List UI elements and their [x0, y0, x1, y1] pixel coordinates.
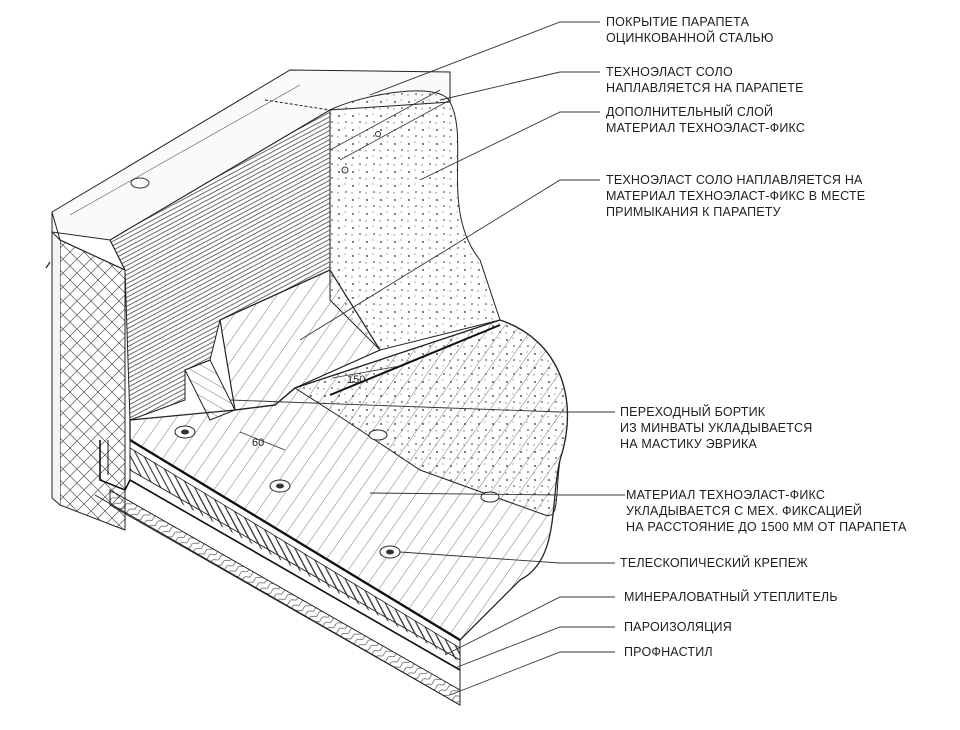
roof-section-layers	[94, 438, 461, 706]
callout-line: ТЕХНОЭЛАСТ СОЛО НАПЛАВЛЯЕТСЯ НА	[606, 173, 863, 187]
callout-line: МАТЕРИАЛ ТЕХНОЭЛАСТ-ФИКС	[626, 488, 826, 502]
callout-transition-fillet: ПЕРЕХОДНЫЙ БОРТИК ИЗ МИНВАТЫ УКЛАДЫВАЕТС…	[620, 404, 813, 452]
callout-tekhnoelast-junction: ТЕХНОЭЛАСТ СОЛО НАПЛАВЛЯЕТСЯ НА МАТЕРИАЛ…	[606, 172, 865, 220]
callout-extra-layer: ДОПОЛНИТЕЛЬНЫЙ СЛОЙ МАТЕРИАЛ ТЕХНОЭЛАСТ-…	[606, 104, 805, 136]
callout-vapor-barrier: ПАРОИЗОЛЯЦИЯ	[624, 619, 732, 635]
callout-tekhnoelast-parapet: ТЕХНОЭЛАСТ СОЛО НАПЛАВЛЯЕТСЯ НА ПАРАПЕТЕ	[606, 64, 804, 96]
callout-line: ПАРОИЗОЛЯЦИЯ	[624, 620, 732, 634]
callout-line: ДОПОЛНИТЕЛЬНЫЙ СЛОЙ	[606, 105, 774, 119]
dimension-marks: 150 60	[239, 365, 401, 451]
callout-line: НАПЛАВЛЯЕТСЯ НА ПАРАПЕТЕ	[606, 81, 804, 95]
callout-line: ТЕХНОЭЛАСТ СОЛО	[606, 65, 733, 79]
callout-line: ИЗ МИНВАТЫ УКЛАДЫВАЕТСЯ	[620, 421, 813, 435]
callout-line: МАТЕРИАЛ ТЕХНОЭЛАСТ-ФИКС В МЕСТЕ	[606, 189, 866, 203]
parapet-wall	[51, 230, 126, 531]
callout-profiled-sheet: ПРОФНАСТИЛ	[624, 644, 713, 660]
callout-line: УКЛАДЫВАЕТСЯ С МЕХ. ФИКСАЦИЕЙ	[626, 504, 863, 518]
callout-line: ПЕРЕХОДНЫЙ БОРТИК	[620, 405, 766, 419]
dimension-60: 60	[252, 437, 264, 449]
callout-line: ОЦИНКОВАННОЙ СТАЛЬЮ	[606, 31, 774, 45]
callout-line: НА РАССТОЯНИЕ ДО 1500 ММ ОТ ПАРАПЕТА	[626, 520, 907, 534]
callout-mineral-wool: МИНЕРАЛОВАТНЫЙ УТЕПЛИТЕЛЬ	[624, 589, 838, 605]
callout-parapet-cover: ПОКРЫТИЕ ПАРАПЕТА ОЦИНКОВАННОЙ СТАЛЬЮ	[606, 14, 774, 46]
callout-line: МАТЕРИАЛ ТЕХНОЭЛАСТ-ФИКС	[606, 121, 806, 135]
extra-layer-parapet	[329, 90, 501, 351]
tekhnoelast-solo-field	[293, 319, 568, 517]
telescopic-fasteners	[174, 425, 500, 559]
callout-fix-material: МАТЕРИАЛ ТЕХНОЭЛАСТ-ФИКС УКЛАДЫВАЕТСЯ С …	[626, 487, 907, 535]
callout-line: НА МАСТИКУ ЭВРИКА	[620, 437, 758, 451]
callout-line: ПОКРЫТИЕ ПАРАПЕТА	[606, 15, 750, 29]
callout-line: ПРОФНАСТИЛ	[624, 645, 713, 659]
callout-line: ПРИМЫКАНИЯ К ПАРАПЕТУ	[606, 205, 781, 219]
dimension-150: 150	[347, 374, 365, 386]
callout-line: ТЕЛЕСКОПИЧЕСКИЙ КРЕПЕЖ	[620, 556, 809, 570]
base-flashing	[99, 440, 131, 492]
leader-lines	[229, 21, 625, 696]
callout-line: МИНЕРАЛОВАТНЫЙ УТЕПЛИТЕЛЬ	[624, 590, 838, 604]
callout-telescopic-fastener: ТЕЛЕСКОПИЧЕСКИЙ КРЕПЕЖ	[620, 555, 808, 571]
